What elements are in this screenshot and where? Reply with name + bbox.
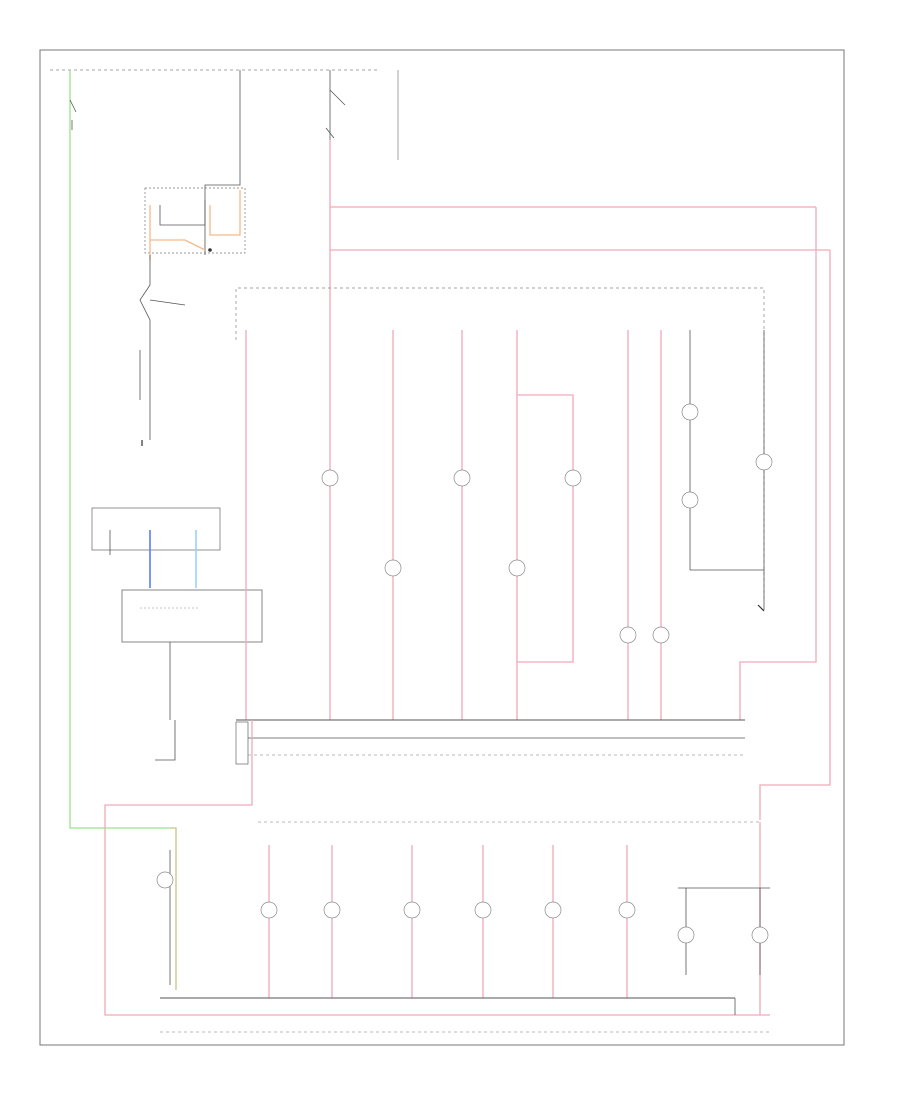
bulb-l5 xyxy=(544,901,562,919)
lower-branches xyxy=(268,845,628,998)
bulb-l7 xyxy=(677,926,695,944)
fuse-left xyxy=(69,99,77,130)
bulb-u9 xyxy=(681,491,699,509)
bulb-u1 xyxy=(321,469,339,487)
instrument-cluster-connector xyxy=(91,507,221,588)
wire-green xyxy=(69,70,170,829)
bulb-u5 xyxy=(508,559,526,577)
wire-black-mod-left xyxy=(155,720,176,761)
dimmer-control xyxy=(139,255,186,440)
bulb-u4 xyxy=(384,559,402,577)
headlight-switch xyxy=(144,187,246,260)
ground-right xyxy=(757,604,765,612)
bulb-l6 xyxy=(618,901,636,919)
bulb-u7 xyxy=(652,626,670,644)
wire-pink-left-lower xyxy=(104,720,770,1016)
fuse-center xyxy=(325,89,346,139)
upper-ground-connector xyxy=(235,721,249,765)
bulb-l3 xyxy=(403,901,421,919)
wire-olive xyxy=(170,827,177,990)
illumination-module xyxy=(121,589,263,720)
bulb-l2 xyxy=(323,901,341,919)
bulb-u2 xyxy=(453,469,471,487)
upper-branches xyxy=(245,330,662,720)
wire-pink-right-2 xyxy=(759,250,831,820)
bulb-l1 xyxy=(260,901,278,919)
bulb-u8 xyxy=(681,403,699,421)
upper-bus xyxy=(235,287,765,600)
bulb-l4 xyxy=(474,901,492,919)
diagram-frame xyxy=(39,49,845,1046)
wire-pink-right-1 xyxy=(739,207,817,720)
bulb-l9 xyxy=(156,871,174,889)
bulb-u6 xyxy=(619,626,637,644)
bulb-l8 xyxy=(751,926,769,944)
bulb-u3 xyxy=(564,469,582,487)
bulb-u10 xyxy=(755,453,773,471)
